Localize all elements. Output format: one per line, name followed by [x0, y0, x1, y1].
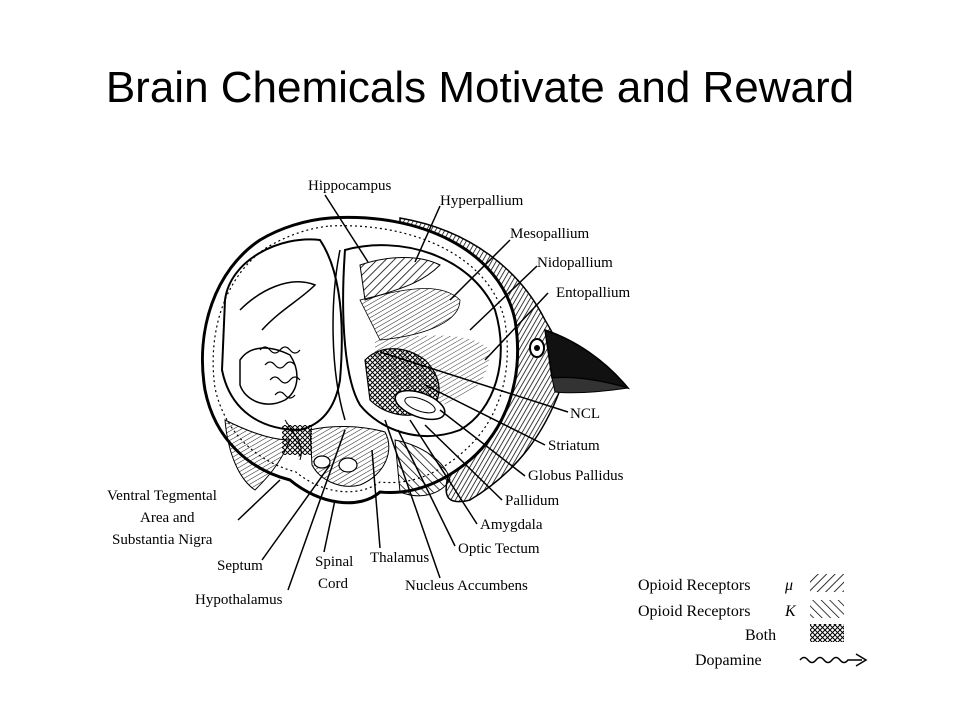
right-hemisphere: [342, 244, 502, 437]
legend-swatch-kappa-hatch: [810, 600, 844, 618]
label-hippocampus: Hippocampus: [308, 178, 391, 194]
legend-label-opioid-mu: Opioid Receptors: [638, 577, 750, 594]
legend-swatch-mu-hatch: [810, 574, 844, 592]
legend-symbol-kappa: K: [784, 603, 797, 620]
label-entopallium: Entopallium: [556, 285, 630, 301]
brain-section: [201, 215, 520, 505]
label-striatum: Striatum: [548, 438, 600, 454]
label-spinal-cord-line1: Spinal: [315, 554, 353, 570]
label-vta-line3: Substantia Nigra: [112, 532, 213, 548]
legend-item-dopamine: Dopamine: [695, 652, 868, 669]
label-nucleus-accumbens: Nucleus Accumbens: [405, 578, 528, 594]
label-globus-pallidus: Globus Pallidus: [528, 468, 624, 484]
legend-symbol-mu: μ: [784, 577, 793, 594]
dopamine-pathway-left: [259, 346, 301, 399]
mesopallium-region: [359, 288, 461, 341]
leader-lines: [237, 194, 569, 591]
label-hypothalamus: Hypothalamus: [195, 592, 283, 608]
diagram-labels: Hippocampus Hyperpallium Mesopallium Nid…: [107, 178, 630, 608]
legend-item-opioid-kappa: Opioid Receptors K: [638, 600, 844, 620]
legend-item-opioid-mu: Opioid Receptors μ: [638, 574, 844, 594]
legend-label-opioid-kappa: Opioid Receptors: [638, 603, 750, 620]
label-optic-tectum: Optic Tectum: [458, 541, 540, 557]
label-pallidum: Pallidum: [505, 493, 560, 509]
optic-tectum-region: [394, 439, 451, 497]
label-mesopallium: Mesopallium: [510, 226, 589, 242]
label-spinal-cord-line2: Cord: [318, 576, 349, 592]
legend-label-both: Both: [745, 627, 776, 644]
legend-dopamine-wavy-arrow: [799, 656, 862, 664]
label-amygdala: Amygdala: [480, 517, 543, 533]
label-septum: Septum: [217, 558, 263, 574]
label-nidopallium: Nidopallium: [537, 255, 613, 271]
label-vta-line2: Area and: [140, 510, 195, 526]
legend: Opioid Receptors μ Opioid Receptors K Bo…: [638, 574, 868, 669]
label-vta-line1: Ventral Tegmental: [107, 488, 217, 504]
legend-label-dopamine: Dopamine: [695, 652, 762, 669]
brain-outer-outline: [201, 215, 520, 505]
legend-swatch-both-crosshatch: [810, 624, 844, 642]
label-hyperpallium: Hyperpallium: [440, 193, 524, 209]
label-thalamus: Thalamus: [370, 550, 429, 566]
left-hemisphere: [220, 238, 343, 432]
slide-title: Brain Chemicals Motivate and Reward: [105, 63, 855, 112]
label-ncl: NCL: [570, 406, 600, 422]
legend-item-both: Both: [745, 624, 844, 644]
